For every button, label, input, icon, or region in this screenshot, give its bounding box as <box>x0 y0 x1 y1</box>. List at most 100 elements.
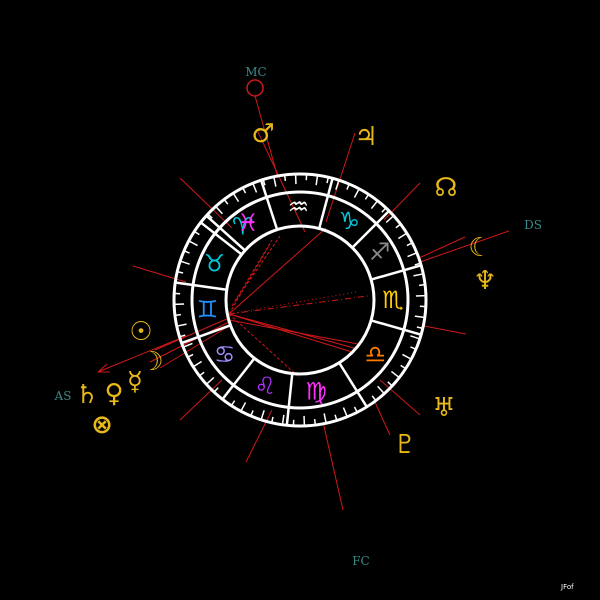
degree-tick <box>230 400 236 407</box>
ascendant-arrow <box>97 363 108 373</box>
degree-tick <box>250 410 254 417</box>
degree-tick <box>346 183 350 190</box>
degree-tick <box>416 326 423 330</box>
fc-label: FC <box>352 554 370 568</box>
aspect-line <box>228 313 355 349</box>
house-line <box>423 325 467 335</box>
degree-tick <box>177 270 184 274</box>
degree-tick <box>419 283 426 287</box>
part-of-fortune-icon: ⊗ <box>91 410 113 440</box>
house-line <box>379 379 421 416</box>
sagittarius-icon: ♐ <box>369 238 391 266</box>
degree-tick <box>262 179 266 186</box>
pisces-icon: ♓ <box>237 209 259 237</box>
taurus-icon: ♉ <box>204 250 226 278</box>
degree-tick <box>179 334 186 338</box>
degree-tick <box>326 177 330 184</box>
sun-icon: ☉ <box>129 317 152 347</box>
degree-tick <box>407 252 418 258</box>
virgo-icon: ♍ <box>305 378 327 406</box>
degree-tick <box>381 207 387 213</box>
degree-tick <box>252 182 258 193</box>
degree-tick <box>397 232 408 240</box>
aspect-line <box>228 227 327 315</box>
planets: ♂♃☊☾♆☉☽☿♄♀⊗♅♇ <box>75 119 496 460</box>
mars-icon: ♂ <box>251 119 274 149</box>
degree-tick <box>353 188 360 198</box>
middle-circle <box>190 190 410 410</box>
aspect-line <box>228 291 357 315</box>
degree-tick <box>273 176 277 187</box>
degree-tick <box>406 242 413 247</box>
aspect-line <box>228 243 271 315</box>
house-line <box>245 409 273 463</box>
degree-tick <box>198 371 205 377</box>
uranus-icon: ♅ <box>432 393 455 423</box>
degree-tick <box>400 364 407 370</box>
descendant-axis <box>419 230 510 263</box>
house-line <box>325 132 356 223</box>
aspect-line <box>235 235 281 301</box>
degree-tick <box>364 193 370 200</box>
degree-tick <box>187 353 194 358</box>
degree-tick <box>387 381 393 387</box>
degree-tick <box>213 387 219 393</box>
degree-tick <box>414 315 425 319</box>
degree-tick <box>215 205 223 215</box>
degree-tick <box>395 223 402 229</box>
aries-icon: ♈ <box>232 213 254 241</box>
ascendant-axis <box>97 335 187 373</box>
degree-tick <box>335 179 340 190</box>
venus-icon: ♀ <box>104 379 123 409</box>
degree-tick <box>207 213 213 219</box>
sign-divider <box>338 362 368 408</box>
libra-icon: ♎ <box>364 341 386 369</box>
degree-tick <box>192 360 203 368</box>
sign-divider <box>370 319 422 336</box>
house-line <box>179 379 223 421</box>
saturn-icon: ♄ <box>75 380 98 410</box>
degree-tick <box>176 323 187 327</box>
sign-divider <box>370 264 422 281</box>
capricorn-icon: ♑ <box>339 207 361 235</box>
degree-tick <box>283 174 287 181</box>
north-node-icon: ☊ <box>434 173 457 203</box>
house-lines <box>97 95 510 511</box>
zodiac-ring <box>172 172 428 428</box>
mc-label: MC <box>245 65 266 79</box>
degree-tick <box>223 198 229 205</box>
degree-tick <box>410 346 417 350</box>
house-line <box>418 236 466 259</box>
aspect-line <box>228 313 353 353</box>
moon-icon: ☽ <box>140 347 163 377</box>
sign-divider <box>317 177 334 229</box>
house-line <box>179 177 233 229</box>
mc-circle <box>246 79 264 97</box>
leo-icon: ♌ <box>254 372 276 400</box>
scorpio-icon: ♏ <box>382 286 404 314</box>
outer-circle <box>172 172 428 428</box>
neptune-icon: ♆ <box>473 266 496 296</box>
degree-tick <box>242 187 247 194</box>
degree-tick <box>353 406 358 413</box>
angle-labels: MC DS FC AS <box>54 65 542 568</box>
sign-divider <box>205 214 246 252</box>
sign-divider <box>351 210 390 249</box>
degree-tick <box>390 370 400 379</box>
degree-tick <box>205 377 215 385</box>
degree-tick <box>174 313 181 317</box>
degree-tick <box>414 262 421 266</box>
jupiter-icon: ♃ <box>354 122 377 152</box>
aspect-lines <box>149 227 369 379</box>
ds-label: DS <box>524 218 542 232</box>
degree-tick <box>371 395 377 402</box>
degree-tick <box>413 273 424 277</box>
degree-tick <box>281 414 285 425</box>
degree-tick <box>193 230 200 236</box>
degree-tick <box>370 200 379 210</box>
degree-tick <box>179 260 190 265</box>
degree-tick <box>270 416 274 423</box>
degree-tick <box>313 419 317 426</box>
sign-divider <box>221 357 256 401</box>
gemini-icon: ♊ <box>197 296 219 324</box>
